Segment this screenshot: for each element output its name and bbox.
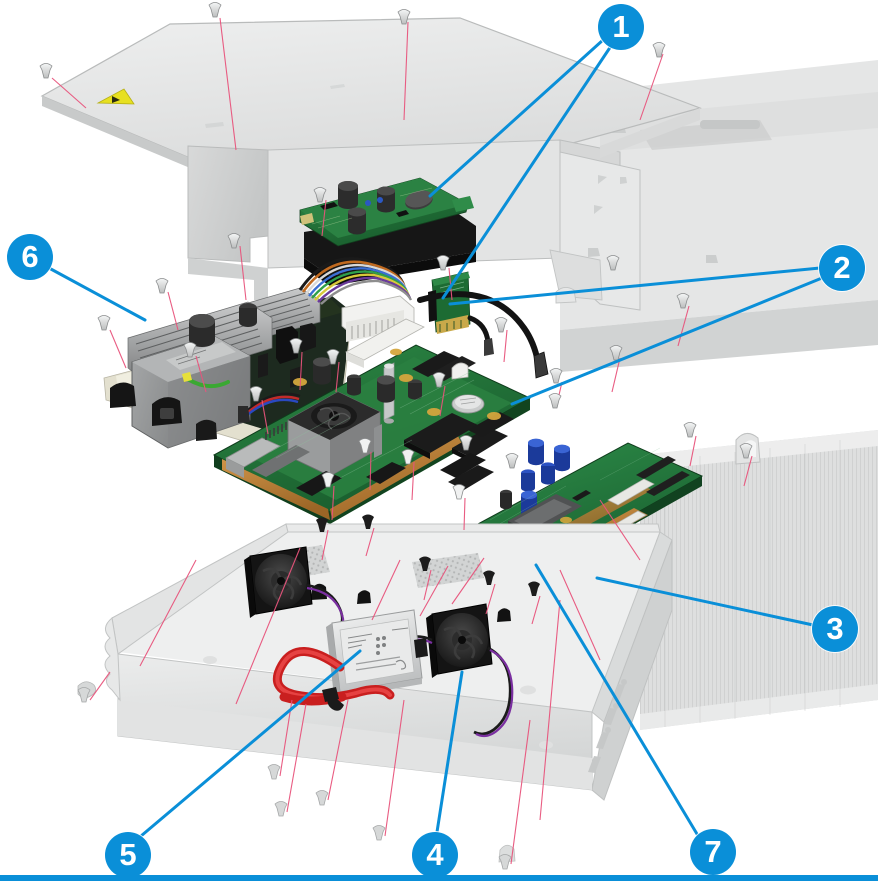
psu-capacitor — [189, 314, 215, 347]
callout-leader-6 — [47, 266, 147, 322]
sata-data-cable — [272, 647, 395, 711]
callout-leader-1 — [441, 44, 613, 300]
ribbon-cable-harness — [298, 257, 549, 379]
interconnect-capacitors — [521, 438, 570, 518]
callout-leader-1 — [428, 38, 605, 198]
bottom-accent-bar — [0, 875, 878, 881]
callout-number: 4 — [426, 836, 444, 872]
callout-number: 3 — [826, 610, 844, 646]
cooling-fan-left — [244, 546, 345, 635]
main-pca-capacitors — [313, 357, 422, 403]
memory-dimm-module — [428, 271, 471, 334]
callout-number: 7 — [704, 833, 722, 869]
callout-leader-3 — [595, 576, 815, 627]
psu-capacitor-2 — [239, 303, 257, 327]
callout-7[interactable]: 7 — [690, 829, 736, 875]
formatter-capacitors — [338, 181, 395, 235]
formatter-board — [299, 177, 476, 286]
callout-number: 6 — [21, 238, 39, 274]
callout-1[interactable]: 1 — [598, 4, 644, 50]
cooling-fan-right — [403, 603, 514, 738]
callout-leader-2 — [510, 276, 824, 406]
screw-leader-lines — [51, 17, 753, 865]
callout-3[interactable]: 3 — [812, 606, 858, 652]
callout-leader-7 — [534, 563, 699, 836]
warning-label — [96, 88, 135, 105]
callout-5[interactable]: 5 — [105, 832, 151, 878]
callout-number: 5 — [119, 836, 137, 872]
cpu-heatsink-fan — [287, 391, 382, 477]
callout-leader-lines — [47, 38, 824, 838]
callout-number: 2 — [833, 249, 851, 285]
power-supply-unit — [103, 287, 352, 459]
callout-leader-2 — [448, 266, 822, 306]
callout-leader-5 — [139, 649, 362, 838]
callout-2[interactable]: 2 — [819, 245, 865, 291]
callout-6[interactable]: 6 — [7, 234, 53, 280]
screw-fasteners — [39, 2, 753, 870]
callout-number: 1 — [612, 8, 630, 44]
hard-disk-drive — [326, 609, 428, 698]
coin-cell-battery — [451, 394, 485, 414]
callout-4[interactable]: 4 — [412, 832, 458, 878]
callout-leader-4 — [435, 670, 464, 834]
